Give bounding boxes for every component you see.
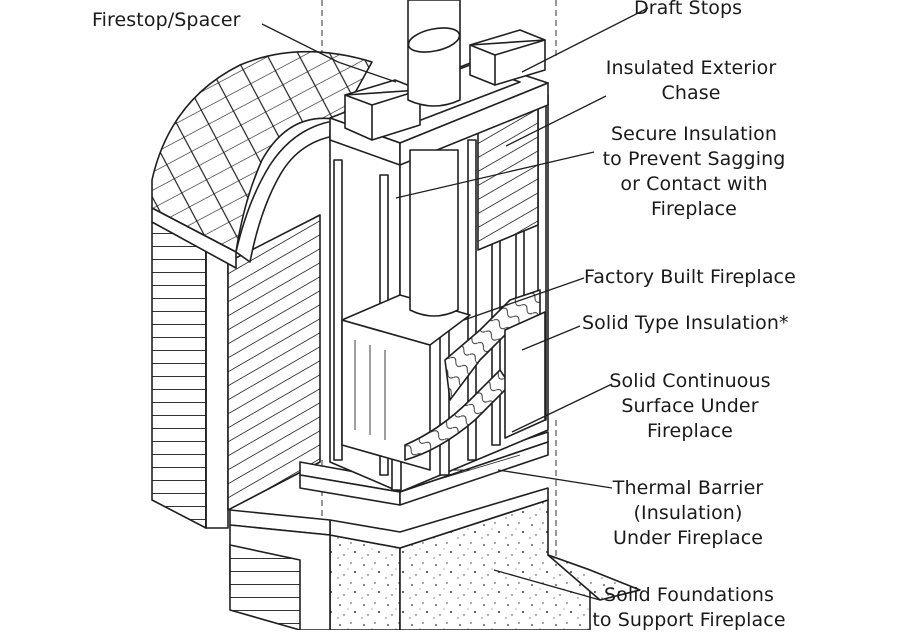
label-solid-foundations: Solid Foundations to Support Fireplace <box>592 584 786 631</box>
label-draft-stops: Draft Stops <box>634 0 743 19</box>
label-thermal-barrier: Thermal Barrier (Insulation) Under Firep… <box>612 477 764 549</box>
chase-structure <box>299 29 549 506</box>
label-insulated-exterior-chase: Insulated Exterior Chase <box>605 57 777 104</box>
label-secure-insulation: Secure Insulation to Prevent Sagging or … <box>602 123 786 220</box>
foundation <box>229 487 641 630</box>
label-solid-continuous-surface: Solid Continuous Surface Under Fireplace <box>609 370 771 442</box>
label-firestop-spacer: Firestop/Spacer <box>92 9 241 31</box>
label-solid-type-insulation: Solid Type Insulation* <box>582 312 789 334</box>
label-factory-built-fireplace: Factory Built Fireplace <box>584 266 796 288</box>
house-wall <box>151 214 321 529</box>
leader-lines <box>261 7 649 601</box>
